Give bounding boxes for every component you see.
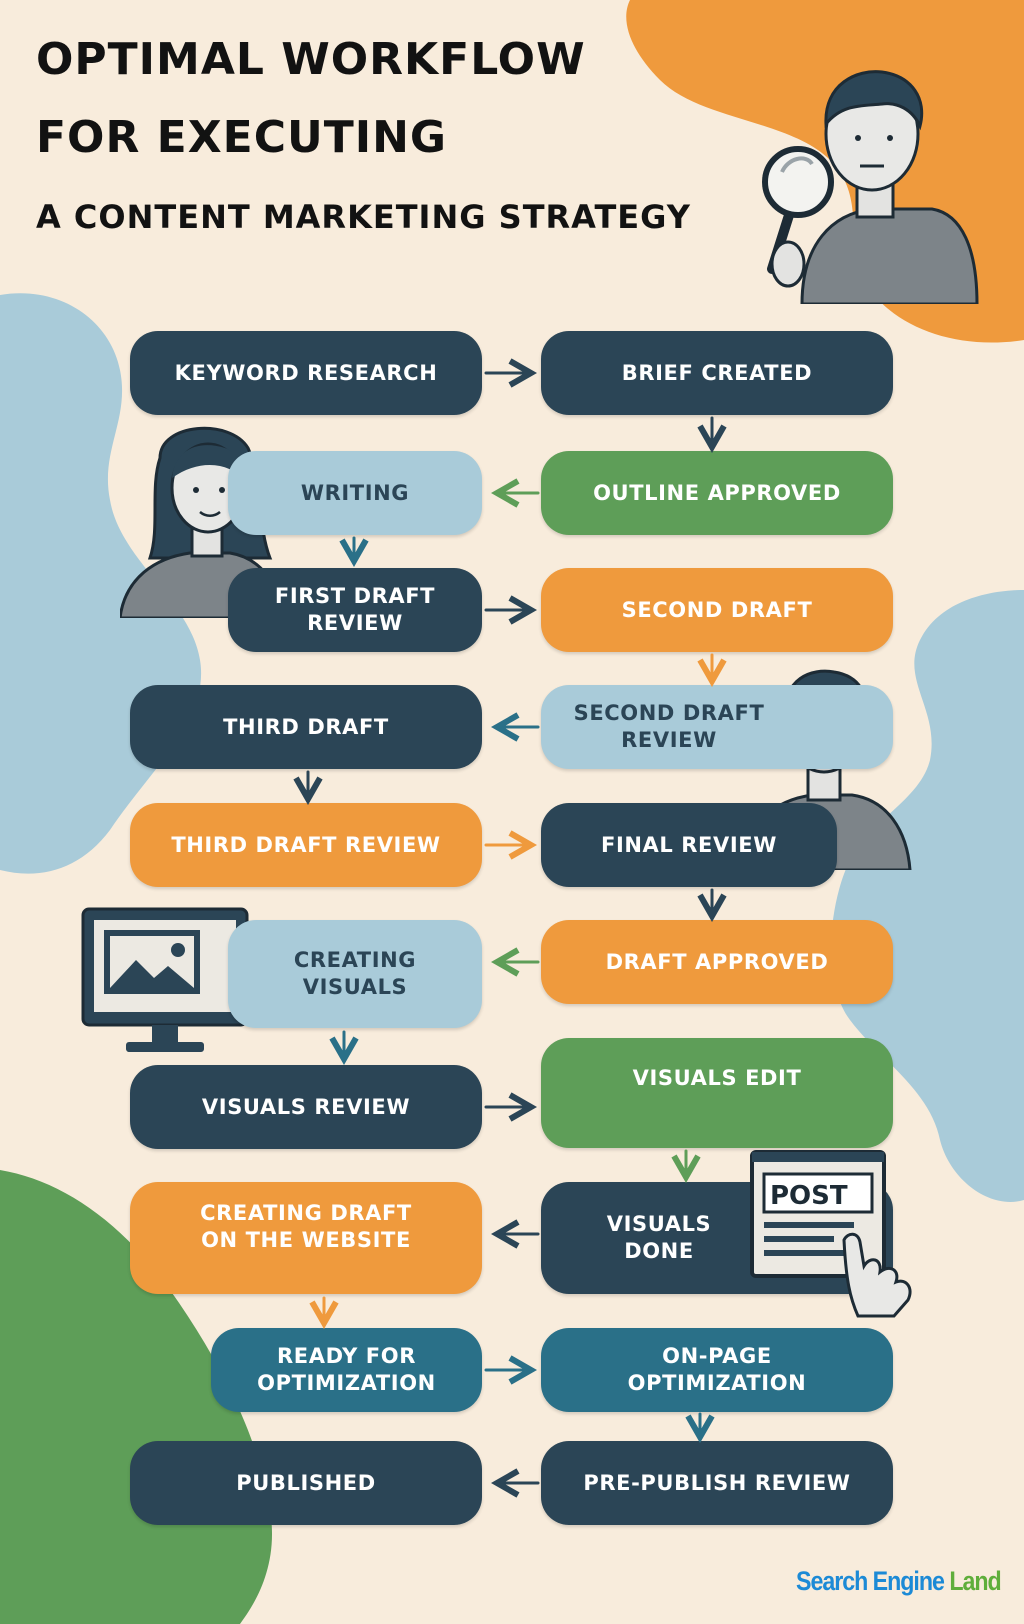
step-published: PUBLISHED	[130, 1441, 482, 1525]
step-visuals-edit: VISUALS EDIT	[541, 1038, 893, 1148]
post-card-text: POST	[770, 1181, 848, 1211]
step-creating-draft-on-website: CREATING DRAFT ON THE WEBSITE	[130, 1182, 482, 1294]
post-card-illustration: POST	[750, 1150, 912, 1318]
brand-logo-part-2: Land	[949, 1566, 1001, 1596]
step-outline-approved: OUTLINE APPROVED	[541, 451, 893, 535]
step-brief-created: BRIEF CREATED	[541, 331, 893, 415]
step-second-draft-review: SECOND DRAFT REVIEW	[541, 685, 893, 769]
step-on-page-optimization: ON-PAGE OPTIMIZATION	[541, 1328, 893, 1412]
step-keyword-research: KEYWORD RESEARCH	[130, 331, 482, 415]
title-line-3: A CONTENT MARKETING STRATEGY	[36, 198, 691, 236]
step-third-draft-review: THIRD DRAFT REVIEW	[130, 803, 482, 887]
woman-illustration	[120, 426, 280, 618]
step-second-draft: SECOND DRAFT	[541, 568, 893, 652]
step-third-draft: THIRD DRAFT	[130, 685, 482, 769]
step-draft-approved: DRAFT APPROVED	[541, 920, 893, 1004]
step-creating-visuals: CREATING VISUALS	[228, 920, 482, 1028]
title-line-2: FOR EXECUTING	[36, 112, 448, 163]
step-pre-publish-review: PRE-PUBLISH REVIEW	[541, 1441, 893, 1525]
brand-logo-part-1: Search Engine	[796, 1566, 945, 1596]
brand-logo: Search Engine Land	[796, 1566, 1002, 1597]
step-writing: WRITING	[228, 451, 482, 535]
man-with-magnifier-illustration	[762, 70, 979, 304]
step-first-draft-review: FIRST DRAFT REVIEW	[228, 568, 482, 652]
monitor-image-icon	[81, 907, 249, 1052]
title-line-1: OPTIMAL WORKFLOW	[36, 34, 586, 85]
step-final-review: FINAL REVIEW	[541, 803, 837, 887]
step-visuals-review: VISUALS REVIEW	[130, 1065, 482, 1149]
step-ready-for-optimization: READY FOR OPTIMIZATION	[211, 1328, 482, 1412]
